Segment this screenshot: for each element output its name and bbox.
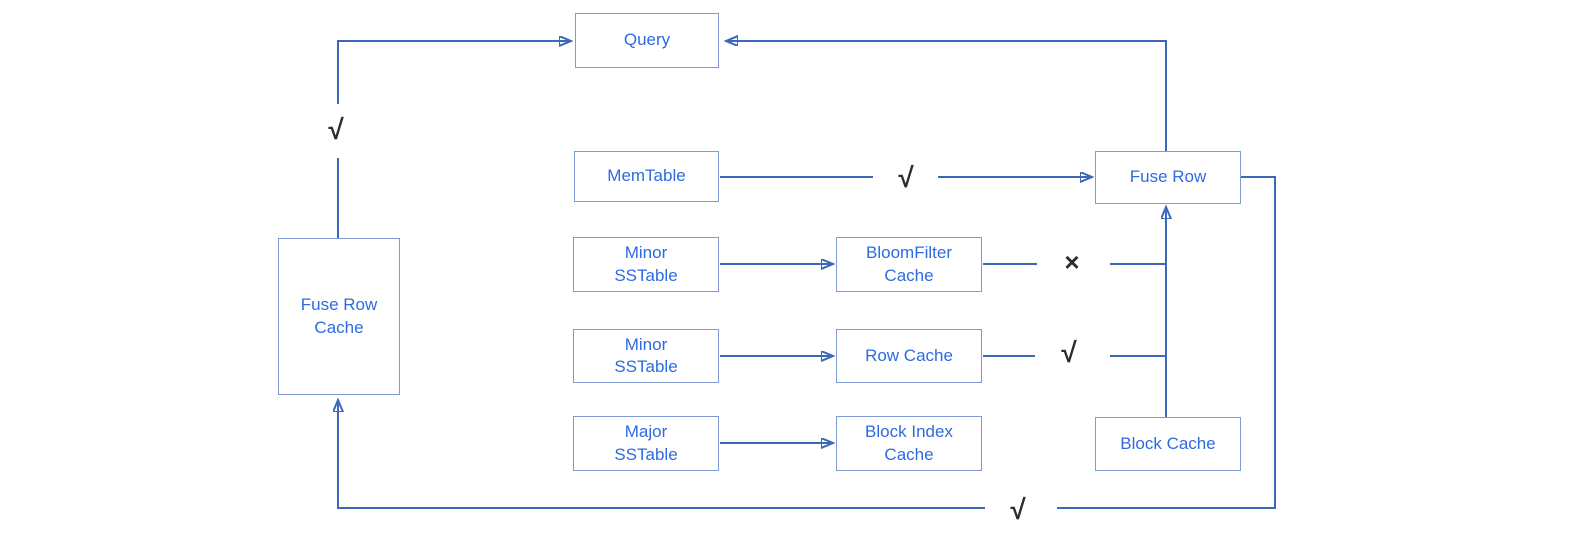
node-bloomfilter-cache: BloomFilter Cache [836, 237, 982, 292]
node-minor-sstable-1: Minor SSTable [573, 237, 719, 292]
node-block-index-cache: Block Index Cache [836, 416, 982, 471]
node-row-cache: Row Cache [836, 329, 982, 383]
node-fuse-row: Fuse Row [1095, 151, 1241, 204]
edge-fuse-row-cache-to-query [337, 41, 570, 104]
node-minor-sstable-2: Minor SSTable [573, 329, 719, 383]
edge-fuse-row-to-query [727, 41, 1167, 151]
hit-check-mark-return-loop: √ [1010, 494, 1026, 525]
node-fuse-row-cache: Fuse Row Cache [278, 238, 400, 395]
hit-check-mark-row-cache: √ [1061, 337, 1077, 368]
hit-check-mark-memtable: √ [898, 162, 914, 193]
miss-cross-mark-bloomfilter: × [1064, 247, 1080, 277]
node-block-cache: Block Cache [1095, 417, 1241, 471]
node-query: Query [575, 13, 719, 68]
edge-fuse-row-return-right [1057, 176, 1276, 509]
edge-return-to-fuse-row-cache [338, 401, 985, 509]
node-memtable: MemTable [574, 151, 719, 202]
node-major-sstable: Major SSTable [573, 416, 719, 471]
hit-check-mark-left: √ [328, 114, 344, 145]
